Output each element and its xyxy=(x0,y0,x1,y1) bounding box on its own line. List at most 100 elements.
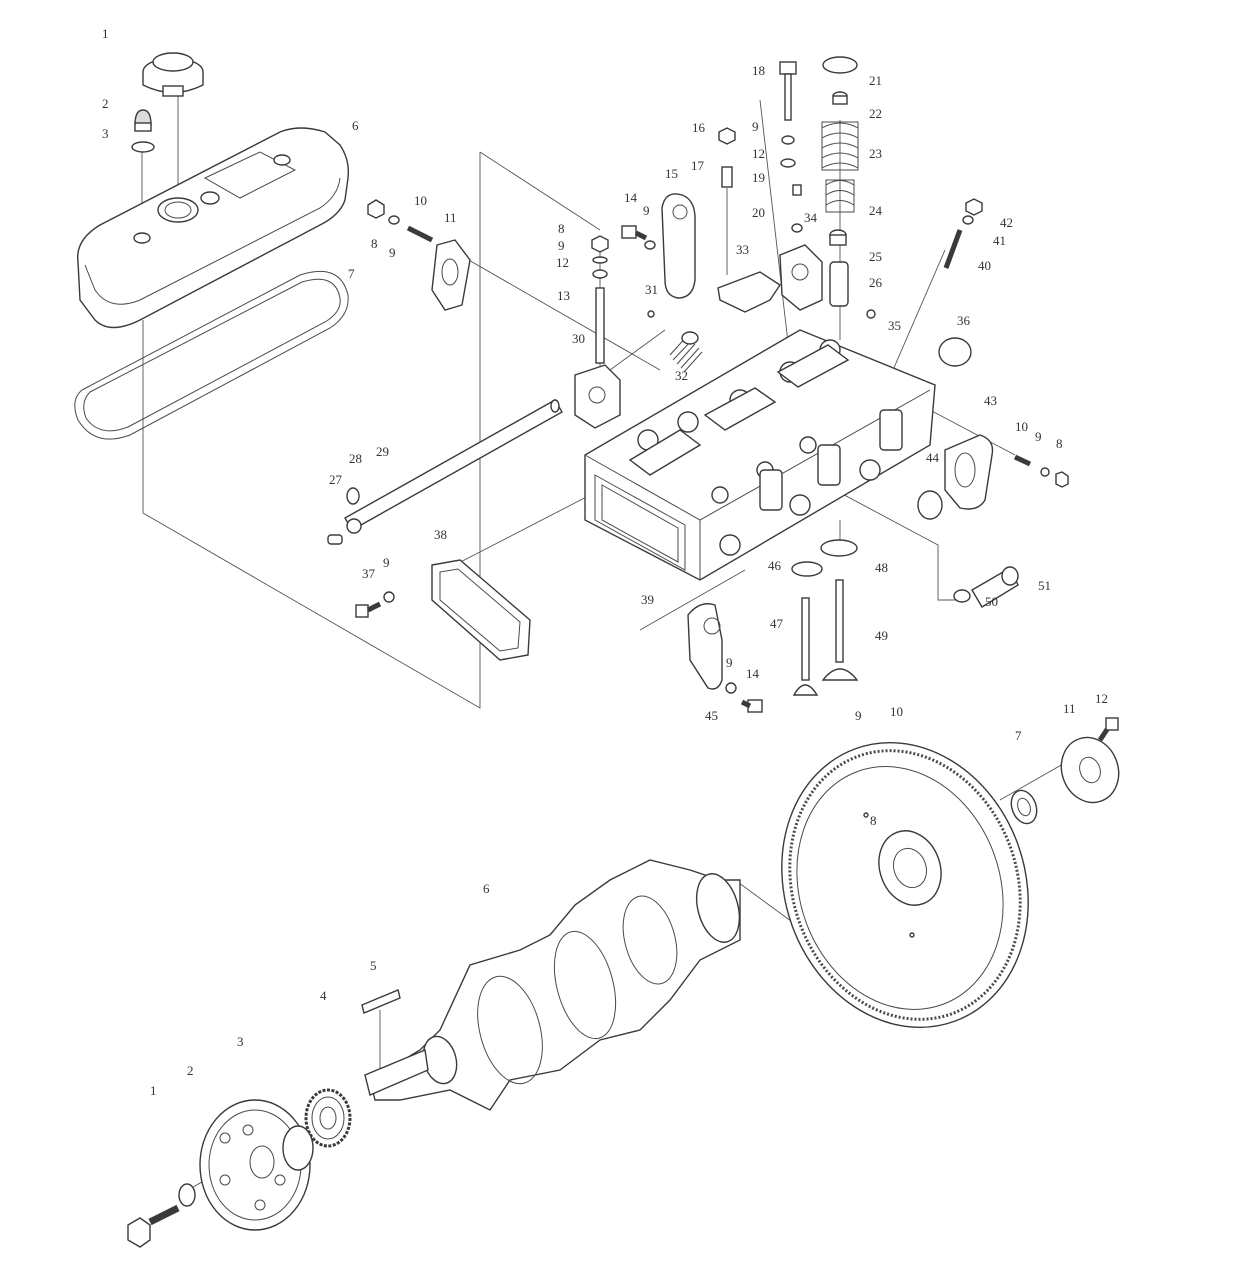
crank-gear xyxy=(304,1088,352,1148)
callout-upper-14a: 14 xyxy=(624,190,638,205)
callout-upper-39: 39 xyxy=(641,592,654,607)
callout-upper-23: 23 xyxy=(869,146,882,161)
callout-upper-28: 28 xyxy=(349,451,362,466)
callout-upper-50: 50 xyxy=(985,594,998,609)
callout-upper-41: 41 xyxy=(993,233,1006,248)
long-bolt xyxy=(779,61,803,233)
callout-upper-34: 34 xyxy=(804,210,818,225)
callout-upper-1: 1 xyxy=(102,26,109,41)
woodruff-key xyxy=(361,989,401,1014)
manifold-gasket xyxy=(917,434,1069,520)
filler-cap xyxy=(142,52,204,97)
callout-upper-32: 32 xyxy=(675,368,688,383)
callout-upper-40: 40 xyxy=(978,258,991,273)
callout-lower-1: 1 xyxy=(150,1083,157,1098)
callout-upper-7: 7 xyxy=(348,266,355,281)
adjust-screw xyxy=(718,127,736,275)
rocker-stud xyxy=(591,235,609,364)
callout-upper-8b: 8 xyxy=(558,221,565,236)
callout-upper-9a: 9 xyxy=(389,245,396,260)
callout-lower-3: 3 xyxy=(237,1034,244,1049)
callout-upper-21: 21 xyxy=(869,73,882,88)
callout-upper-16: 16 xyxy=(692,120,706,135)
lower-callouts: 1 2 3 4 5 6 7 8 9 10 11 12 xyxy=(150,691,1108,1098)
callout-upper-30: 30 xyxy=(572,331,585,346)
callout-lower-9: 9 xyxy=(855,708,862,723)
callout-upper-36: 36 xyxy=(957,313,971,328)
callout-upper-11: 11 xyxy=(444,210,457,225)
callout-upper-8c: 8 xyxy=(1056,436,1063,451)
pulley-bolt xyxy=(127,1204,180,1248)
upper-assembly: 1 2 3 6 7 8 9 10 11 8 9 12 13 14 9 15 16… xyxy=(74,26,1069,723)
callout-upper-47: 47 xyxy=(770,616,784,631)
callout-upper-49: 49 xyxy=(875,628,888,643)
plug-cap xyxy=(866,309,972,367)
cover-gasket xyxy=(74,270,349,440)
flywheel xyxy=(781,741,1029,1029)
callout-upper-9d: 9 xyxy=(752,119,759,134)
callout-upper-19: 19 xyxy=(752,170,765,185)
callout-upper-25: 25 xyxy=(869,249,882,264)
callout-upper-45: 45 xyxy=(705,708,718,723)
callout-upper-18: 18 xyxy=(752,63,765,78)
valves xyxy=(791,539,859,696)
callout-lower-7: 7 xyxy=(1015,728,1022,743)
injector-sleeve xyxy=(953,566,1019,608)
flywheel-plate xyxy=(1060,717,1120,804)
callout-upper-24: 24 xyxy=(869,203,883,218)
rocker-shaft xyxy=(327,399,563,545)
side-plate-gasket xyxy=(355,559,531,661)
callout-upper-27: 27 xyxy=(329,472,343,487)
callout-upper-43: 43 xyxy=(984,393,997,408)
cylinder-head xyxy=(584,329,936,581)
callout-upper-42: 42 xyxy=(1000,215,1013,230)
callout-upper-38: 38 xyxy=(434,527,447,542)
callout-upper-20: 20 xyxy=(752,205,765,220)
callout-upper-9e: 9 xyxy=(1035,429,1042,444)
callout-upper-17: 17 xyxy=(691,158,705,173)
callout-upper-2: 2 xyxy=(102,96,109,111)
crankshaft xyxy=(364,859,741,1111)
callout-upper-9c: 9 xyxy=(643,203,650,218)
callout-upper-31: 31 xyxy=(645,282,658,297)
callout-upper-48: 48 xyxy=(875,560,888,575)
callout-upper-9f: 9 xyxy=(383,555,390,570)
callout-upper-29: 29 xyxy=(376,444,389,459)
callout-upper-8a: 8 xyxy=(371,236,378,251)
callout-upper-12a: 12 xyxy=(556,255,569,270)
lifting-bracket xyxy=(687,603,763,713)
callout-upper-44: 44 xyxy=(926,450,940,465)
rocker-arm xyxy=(717,244,823,313)
rocker-cover xyxy=(76,127,350,329)
callout-lower-5: 5 xyxy=(370,958,377,973)
callout-upper-37: 37 xyxy=(362,566,376,581)
acorn-nut xyxy=(131,109,155,153)
stud-right xyxy=(943,198,983,269)
callout-upper-14b: 14 xyxy=(746,666,760,681)
lower-assembly: 1 2 3 4 5 6 7 8 9 10 11 12 xyxy=(127,691,1120,1248)
stud-nut-washer-left xyxy=(367,199,471,311)
callout-upper-33: 33 xyxy=(736,242,749,257)
callout-upper-9b: 9 xyxy=(558,238,565,253)
callout-upper-26: 26 xyxy=(869,275,883,290)
pilot-bearing xyxy=(1010,789,1038,825)
callout-upper-10a: 10 xyxy=(414,193,427,208)
pulley-washer xyxy=(178,1183,196,1207)
rocker-spring xyxy=(647,310,703,373)
callout-lower-12: 12 xyxy=(1095,691,1108,706)
callout-lower-2: 2 xyxy=(187,1063,194,1078)
callout-upper-35: 35 xyxy=(888,318,901,333)
callout-lower-11: 11 xyxy=(1063,701,1076,716)
bracket-upper xyxy=(621,193,696,299)
callout-upper-51: 51 xyxy=(1038,578,1051,593)
callout-upper-6: 6 xyxy=(352,118,359,133)
callout-lower-6: 6 xyxy=(483,881,490,896)
callout-lower-10: 10 xyxy=(890,704,903,719)
upper-callouts: 1 2 3 6 7 8 9 10 11 8 9 12 13 14 9 15 16… xyxy=(102,26,1063,723)
callout-upper-22: 22 xyxy=(869,106,882,121)
callout-upper-46: 46 xyxy=(768,558,782,573)
crank-pulley xyxy=(199,1099,314,1231)
rocker-pedestal xyxy=(574,364,621,429)
